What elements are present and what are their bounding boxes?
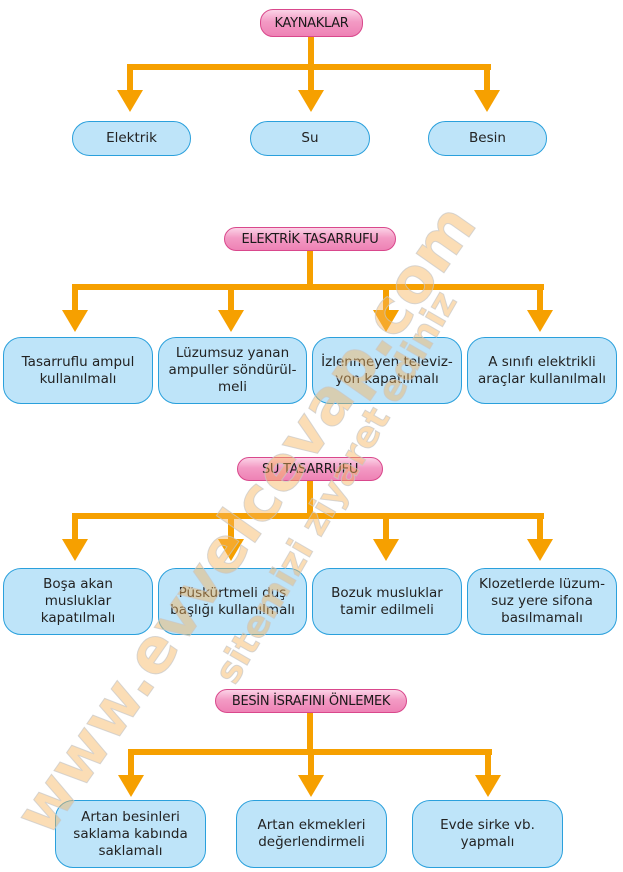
connector-besin <box>118 711 501 797</box>
node-bozuk-musluk: Bozuk musluklar tamir edilmeli <box>312 568 462 635</box>
connector-kaynaklar <box>117 37 500 112</box>
title-besin-israfi: BESİN İSRAFINI ÖNLEMEK <box>215 689 407 713</box>
node-luzumsuz-ampul: Lüzumsuz yanan ampuller söndürül-meli <box>158 337 307 404</box>
node-su: Su <box>250 121 370 156</box>
title-su-tasarrufu: SU TASARRUFU <box>237 457 383 481</box>
node-artan-besin: Artan besinleri saklama kabında saklamal… <box>55 800 206 868</box>
node-klozet: Klozetlerde lüzum-suz yere sifona basılm… <box>467 568 617 635</box>
node-tasarruflu-ampul: Tasarruflu ampul kullanılmalı <box>3 337 153 404</box>
node-artan-ekmek: Artan ekmekleri değerlendirmeli <box>236 800 387 868</box>
connector-su <box>62 480 553 561</box>
node-a-sinifi: A sınıfı elektrikli araçlar kullanılmalı <box>467 337 617 404</box>
node-bosa-akan: Boşa akan musluklar kapatılmalı <box>3 568 153 635</box>
node-elektrik: Elektrik <box>72 121 191 156</box>
connector-elektrik <box>62 249 553 332</box>
node-sirke: Evde sirke vb. yapmalı <box>412 800 563 868</box>
node-besin: Besin <box>428 121 547 156</box>
node-televizyon: İzlenmeyen televiz-yon kapatılmalı <box>312 337 462 404</box>
title-elektrik-tasarrufu: ELEKTRİK TASARRUFU <box>224 227 396 251</box>
title-kaynaklar: KAYNAKLAR <box>260 9 363 37</box>
node-puskurtmeli: Püskürtmeli duş başlığı kullanılmalı <box>158 568 307 635</box>
